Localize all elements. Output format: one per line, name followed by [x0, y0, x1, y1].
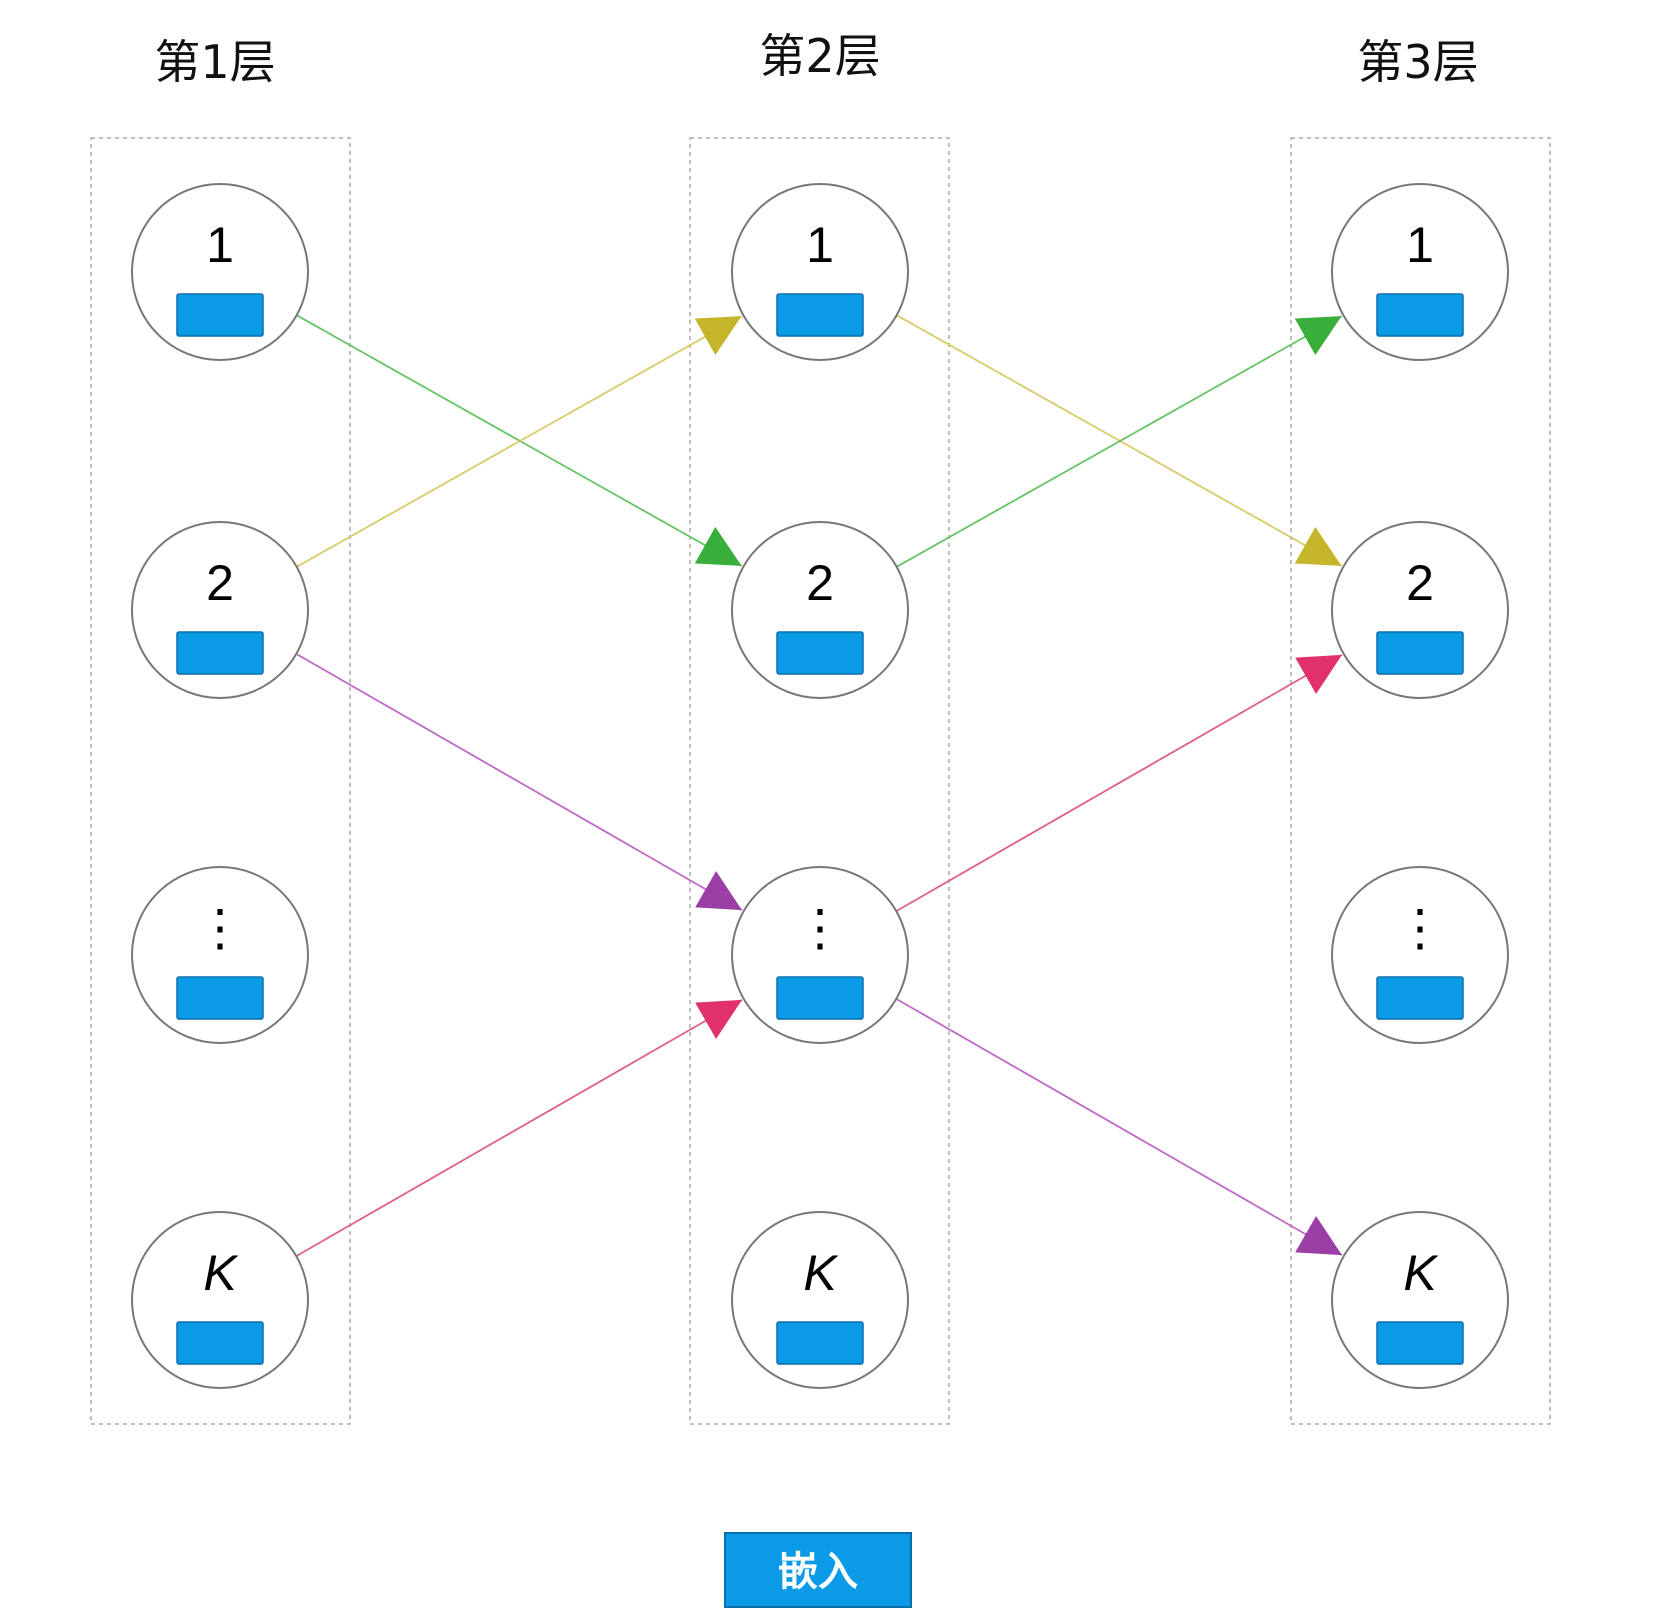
node-circle — [1331, 521, 1509, 699]
node-label: K — [203, 1245, 239, 1301]
embedding-box — [776, 293, 864, 337]
embedding-box — [776, 976, 864, 1020]
node-l2-3: ⋮ — [731, 866, 909, 1044]
node-circle — [1331, 1211, 1509, 1389]
node-l3-3: ⋮ — [1331, 866, 1509, 1044]
embedding-box — [776, 1321, 864, 1365]
node-label: 1 — [806, 217, 834, 273]
node-circle — [731, 1211, 909, 1389]
node-label: 1 — [1406, 217, 1434, 273]
embedding-box — [176, 631, 264, 675]
node-label: ⋮ — [195, 900, 245, 956]
embedding-box — [1376, 1321, 1464, 1365]
node-label: 2 — [1406, 555, 1434, 611]
layer-2-title: 第2层 — [759, 29, 880, 83]
node-l2-2: 2 — [731, 521, 909, 699]
node-label: 2 — [206, 555, 234, 611]
node-label: 1 — [206, 217, 234, 273]
node-l1-1: 1 — [131, 183, 309, 361]
embedding-box — [1376, 293, 1464, 337]
node-circle — [1331, 866, 1509, 1044]
node-l3-1: 1 — [1331, 183, 1509, 361]
embedding-box — [1376, 976, 1464, 1020]
legend: 嵌入 — [724, 1532, 912, 1608]
node-l2-1: 1 — [731, 183, 909, 361]
layer-1-title: 第1层 — [154, 35, 275, 89]
node-circle — [131, 183, 309, 361]
node-circle — [1331, 183, 1509, 361]
edge-arrow — [895, 654, 1343, 912]
node-circle — [131, 866, 309, 1044]
node-label: ⋮ — [795, 900, 845, 956]
node-label: 2 — [806, 555, 834, 611]
legend-swatch — [724, 1532, 912, 1608]
embedding-box — [176, 293, 264, 337]
edges — [295, 314, 1343, 1257]
layer-3-title: 第3层 — [1357, 35, 1478, 89]
embedding-box — [1376, 631, 1464, 675]
embedding-box — [776, 631, 864, 675]
edge-arrow — [295, 653, 743, 911]
layer-1-box — [90, 137, 351, 1425]
node-circle — [731, 866, 909, 1044]
edge-arrow — [296, 315, 743, 568]
layer-2-box — [689, 137, 950, 1425]
node-label: K — [803, 1245, 839, 1301]
edge-arrow — [895, 998, 1343, 1256]
node-label: K — [1403, 1245, 1439, 1301]
node-label: ⋮ — [1395, 900, 1445, 956]
node-l1-4: K — [131, 1211, 309, 1389]
node-l3-4: K — [1331, 1211, 1509, 1389]
node-l1-3: ⋮ — [131, 866, 309, 1044]
edge-arrow — [295, 999, 743, 1257]
legend-label: 嵌入 — [778, 1549, 858, 1595]
node-circle — [131, 521, 309, 699]
node-circle — [731, 183, 909, 361]
node-circle — [731, 521, 909, 699]
node-circle — [131, 1211, 309, 1389]
nodes: 1 2 ⋮ K 1 2 ⋮ K 1 2 ⋮ K — [131, 183, 1509, 1389]
edge-arrow — [896, 315, 1343, 568]
node-l1-2: 2 — [131, 521, 309, 699]
embedding-box — [176, 1321, 264, 1365]
layer-3-box — [1290, 137, 1551, 1425]
embedding-box — [176, 976, 264, 1020]
node-l3-2: 2 — [1331, 521, 1509, 699]
node-l2-4: K — [731, 1211, 909, 1389]
